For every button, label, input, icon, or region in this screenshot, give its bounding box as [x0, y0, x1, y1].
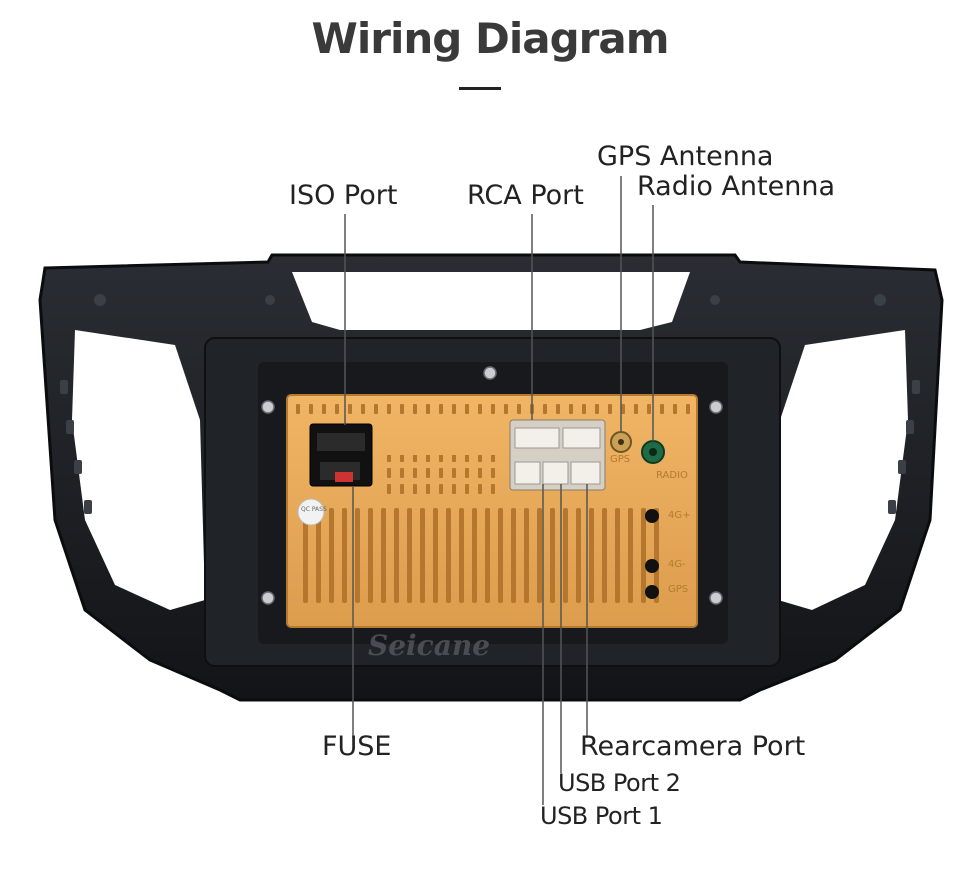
center-vents — [385, 455, 495, 495]
label-iso-port: ISO Port — [289, 180, 398, 211]
heatsink-slots — [300, 508, 660, 608]
label-gps-antenna: GPS Antenna — [597, 141, 774, 172]
rca-port-connectors — [509, 419, 606, 491]
4g-minus-mark: 4G- — [668, 559, 686, 570]
label-usb-port-1: USB Port 1 — [540, 802, 663, 830]
gps-mark: GPS — [610, 454, 631, 465]
radio-antenna-socket — [641, 440, 665, 464]
page-title: Wiring Diagram — [311, 14, 670, 63]
title-underline — [459, 87, 501, 90]
mounting-screws — [261, 366, 723, 605]
4g-sockets — [645, 509, 659, 599]
top-vents — [292, 402, 692, 418]
gps-lower-mark: GPS — [668, 584, 689, 595]
iso-port-connector — [309, 423, 373, 487]
leader-lines — [344, 176, 654, 805]
label-rca-port: RCA Port — [467, 180, 584, 211]
qc-sticker-text: QC PASS — [301, 506, 327, 513]
4g-plus-mark: 4G+ — [668, 510, 691, 521]
label-radio-antenna: Radio Antenna — [637, 171, 836, 202]
gps-antenna-socket — [610, 431, 632, 453]
label-fuse: FUSE — [322, 731, 392, 762]
brand-watermark: Seicane — [368, 629, 491, 662]
label-usb-port-2: USB Port 2 — [558, 769, 681, 797]
label-rearcamera-port: Rearcamera Port — [580, 731, 806, 762]
qc-sticker — [297, 498, 325, 526]
radio-mark: RADIO — [656, 470, 688, 481]
